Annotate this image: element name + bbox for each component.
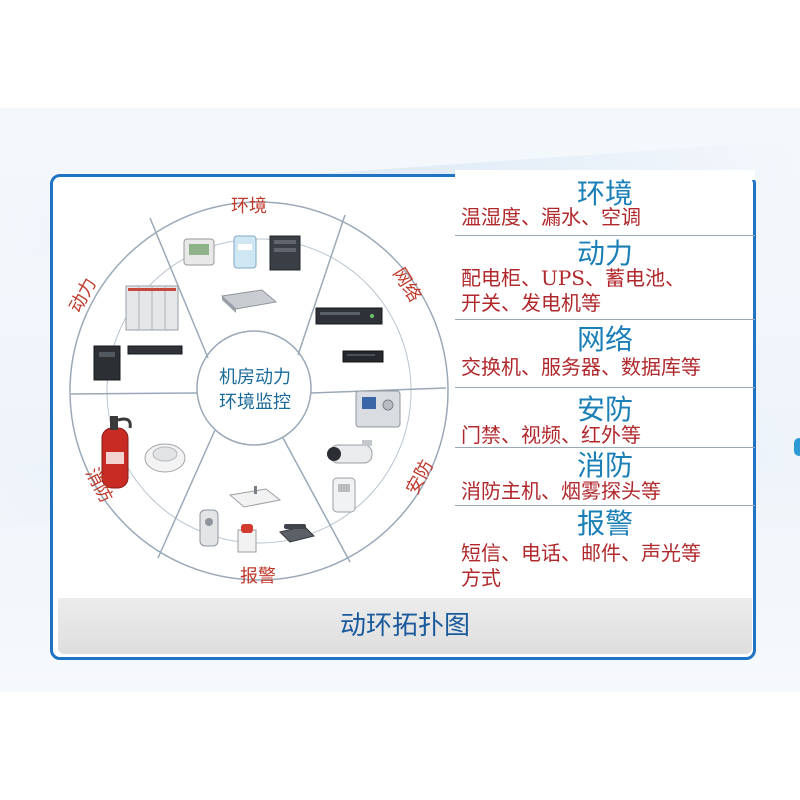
category-desc-alarm-line1: 短信、电话、邮件、声光等 [461, 541, 701, 565]
water-leak-sensor-icon [233, 235, 257, 269]
category-desc-power-line1: 配电柜、UPS、蓄电池、 [461, 266, 686, 290]
network-switch-icon [342, 350, 384, 363]
category-title-alarm: 报警 [576, 507, 633, 540]
scroll-indicator [794, 438, 800, 456]
hub-title-line2: 环境监控 [219, 392, 291, 413]
strobe-light-icon [237, 524, 257, 553]
infrared-detector-icon [332, 477, 356, 513]
category-title-net: 网络 [576, 323, 633, 356]
hub-circle [196, 330, 312, 446]
category-title-power: 动力 [576, 237, 633, 270]
category-desc-fire: 消防主机、烟雾探头等 [461, 479, 661, 503]
sensor-box-icon [220, 289, 278, 313]
alarm-speaker-icon [199, 509, 219, 547]
ring-label-env: 环境 [231, 196, 267, 217]
security-camera-icon [327, 440, 373, 464]
category-title-security: 安防 [576, 393, 633, 426]
smoke-detector-icon [144, 443, 186, 473]
category-desc-power-line2: 开关、发电机等 [461, 291, 601, 315]
category-title-env: 环境 [576, 177, 633, 210]
gsm-modem-icon [228, 486, 282, 508]
category-desc-env: 温湿度、漏水、空调 [461, 205, 641, 229]
ring-label-alarm: 报警 [240, 566, 276, 587]
telephone-icon [279, 524, 315, 543]
server-rack-icon [315, 307, 383, 325]
category-divider [455, 505, 755, 506]
distribution-cabinet-icon [125, 285, 179, 331]
category-divider [455, 235, 755, 236]
segment-dividers [70, 214, 447, 563]
air-conditioner-unit-icon [269, 235, 301, 271]
battery-pack-icon [127, 345, 183, 355]
footer-bar [58, 598, 752, 654]
thermometer-device-icon [183, 238, 215, 266]
footer-title: 动环拓扑图 [339, 611, 470, 641]
fire-extinguisher-icon [101, 416, 132, 489]
ups-unit-icon [93, 345, 121, 381]
inner-ring [106, 238, 412, 544]
category-divider [455, 447, 755, 448]
frame-gap [455, 170, 755, 180]
access-control-panel-icon [355, 390, 401, 428]
category-desc-net: 交换机、服务器、数据库等 [461, 355, 701, 379]
category-panel: 环境 温湿度、漏水、空调 动力 配电柜、UPS、蓄电池、 开关、发电机等 网络 … [455, 174, 755, 594]
category-desc-security: 门禁、视频、红外等 [461, 423, 641, 447]
category-divider [455, 319, 755, 320]
category-desc-alarm-line2: 方式 [461, 566, 501, 590]
category-divider [455, 387, 755, 388]
category-title-fire: 消防 [576, 449, 633, 482]
hub-title-line1: 机房动力 [219, 367, 291, 388]
